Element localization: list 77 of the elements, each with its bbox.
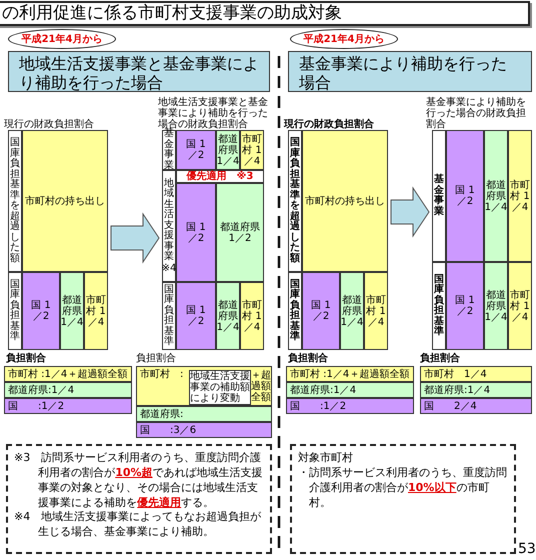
row-header (162, 170, 176, 282)
share-cell: 国 1／2 (176, 130, 216, 170)
ratio-row (136, 366, 272, 406)
ratio-row: 都道府県:1／4 (4, 382, 132, 398)
row-header-text: 国庫負担基準 (10, 280, 20, 342)
share-cell: 都道府県 1／4 (484, 262, 508, 350)
row-header-text: 地域生活支援事業 (164, 178, 174, 262)
ratio-row: 都道府県:1／4 (286, 382, 414, 398)
table-heading: 負担割合 (288, 353, 328, 365)
row-header (8, 272, 22, 350)
share-cell: 市町村 1／4 (84, 272, 108, 350)
row-header (288, 272, 302, 350)
table-heading: 負担割合 (6, 353, 46, 365)
note-text: ※4 地域生活支援事業によってもなお超過負担が生じる場合、基金事業により補助。 (14, 510, 262, 540)
chart-title: 基金事業により補助を行った場合の財政負担割合 (426, 96, 527, 130)
share-cell: 都道府県 1／4 (484, 130, 508, 262)
row-header (432, 262, 446, 350)
share-cell: 国 1／2 (446, 130, 484, 262)
row-header-text: 国庫負担基準を超過した額 (290, 138, 300, 264)
share-cell: 市町村 1／4 (508, 262, 532, 350)
row-header (288, 130, 302, 272)
share-cell: 市町村の持ち出し (22, 130, 108, 272)
block-arrow (390, 186, 430, 238)
row-header-text: 国庫負担基準を超過した額 (10, 138, 20, 264)
share-cell: 都道府県 1／4 (60, 272, 84, 350)
share-cell: 市町村 1／4 (240, 282, 264, 350)
ratio-text: 市町村 : (140, 368, 184, 382)
note-box (290, 444, 516, 554)
ratio-row: 国 :1／2 (286, 398, 414, 414)
table-heading: 負担割合 (420, 353, 460, 365)
row-header (432, 130, 446, 262)
share-cell: 国 1／2 (176, 282, 216, 350)
block-arrow (110, 212, 160, 264)
heading-panel: 地域生活支援事業と基金事業により補助を行った場合 (8, 51, 270, 92)
ratio-row: 市町村 1／4 (420, 366, 532, 382)
share-cell: 市町村 1／4 (240, 130, 264, 170)
row-header (8, 130, 22, 272)
ratio-text: ＋超過額全額 (251, 370, 271, 403)
note-text: ※3 訪問系サービス利用者のうち、重度訪問介護利用者の割合が10%超であれば地域生活支援事業の対象となり、その場合には地域生活支援事業による補助を優先適用する。 (14, 451, 264, 510)
period-oval: 平成21年4月から (8, 29, 116, 49)
share-cell: 市町村の持ち出し (302, 130, 388, 272)
table-heading: 負担割合 (136, 353, 176, 365)
share-cell: 市町村 1／4 (364, 272, 388, 350)
page-title: の利用促進に係る市町村支援事業の助成対象 (0, 1, 530, 26)
chart-title: 現行の財政負担割合 (284, 118, 375, 130)
ratio-row: 都道府県: (136, 406, 272, 422)
ratio-row: 国 2／4 (420, 398, 532, 414)
ratio-row: 国 :3／6 (136, 422, 272, 438)
note-text: ・訪問系サービス利用者のうち、重度訪問介護利用者の割合が10%以下の市町村。 (298, 466, 508, 510)
ratio-row: 国 :1／2 (4, 398, 132, 414)
callout-box: 地域生活支援事業の補助額により変動 (189, 370, 251, 405)
share-cell: 都道府県 1／4 (216, 282, 240, 350)
share-cell: 市町村 1／4 (508, 130, 532, 262)
row-header-text: 国庫負担基準 (164, 284, 174, 348)
page-number: 53 (518, 543, 536, 555)
share-cell: 国 1／2 (302, 272, 340, 350)
row-header-text: 国庫負担基準 (290, 280, 300, 342)
row-header-text: 基金事業 (164, 129, 174, 171)
ratio-row: 市町村 :1／4＋超過額全額 (286, 366, 414, 382)
row-header-text: 基金事業 (434, 175, 444, 217)
share-cell: 国 1／2 (176, 183, 216, 282)
note-text: 対象市町村 (298, 451, 354, 466)
row-header-text: 国庫負担基準 (434, 274, 444, 338)
share-cell: 都道府県 1／2 (216, 183, 264, 282)
chart-title: 地域生活支援事業と基金事業により補助を行った場合の財政負担割合 (158, 96, 268, 130)
ratio-row: 市町村 :1／4＋超過額全額 (4, 366, 132, 382)
period-oval: 平成21年4月から (290, 29, 398, 49)
share-cell: 都道府県 1／4 (216, 130, 240, 170)
share-cell: 国 1／2 (22, 272, 60, 350)
heading-panel: 基金事業により補助を行った場合 (288, 51, 532, 92)
ratio-row: 都道府県:1／4 (420, 382, 532, 398)
row-header (162, 282, 176, 350)
priority-tag: 優先適用 ※3 (176, 170, 264, 183)
note-box (6, 444, 272, 554)
share-cell: 都道府県 1／4 (340, 272, 364, 350)
chart-title: 現行の財政負担割合 (4, 118, 95, 130)
share-cell: 国 1／2 (446, 262, 484, 350)
